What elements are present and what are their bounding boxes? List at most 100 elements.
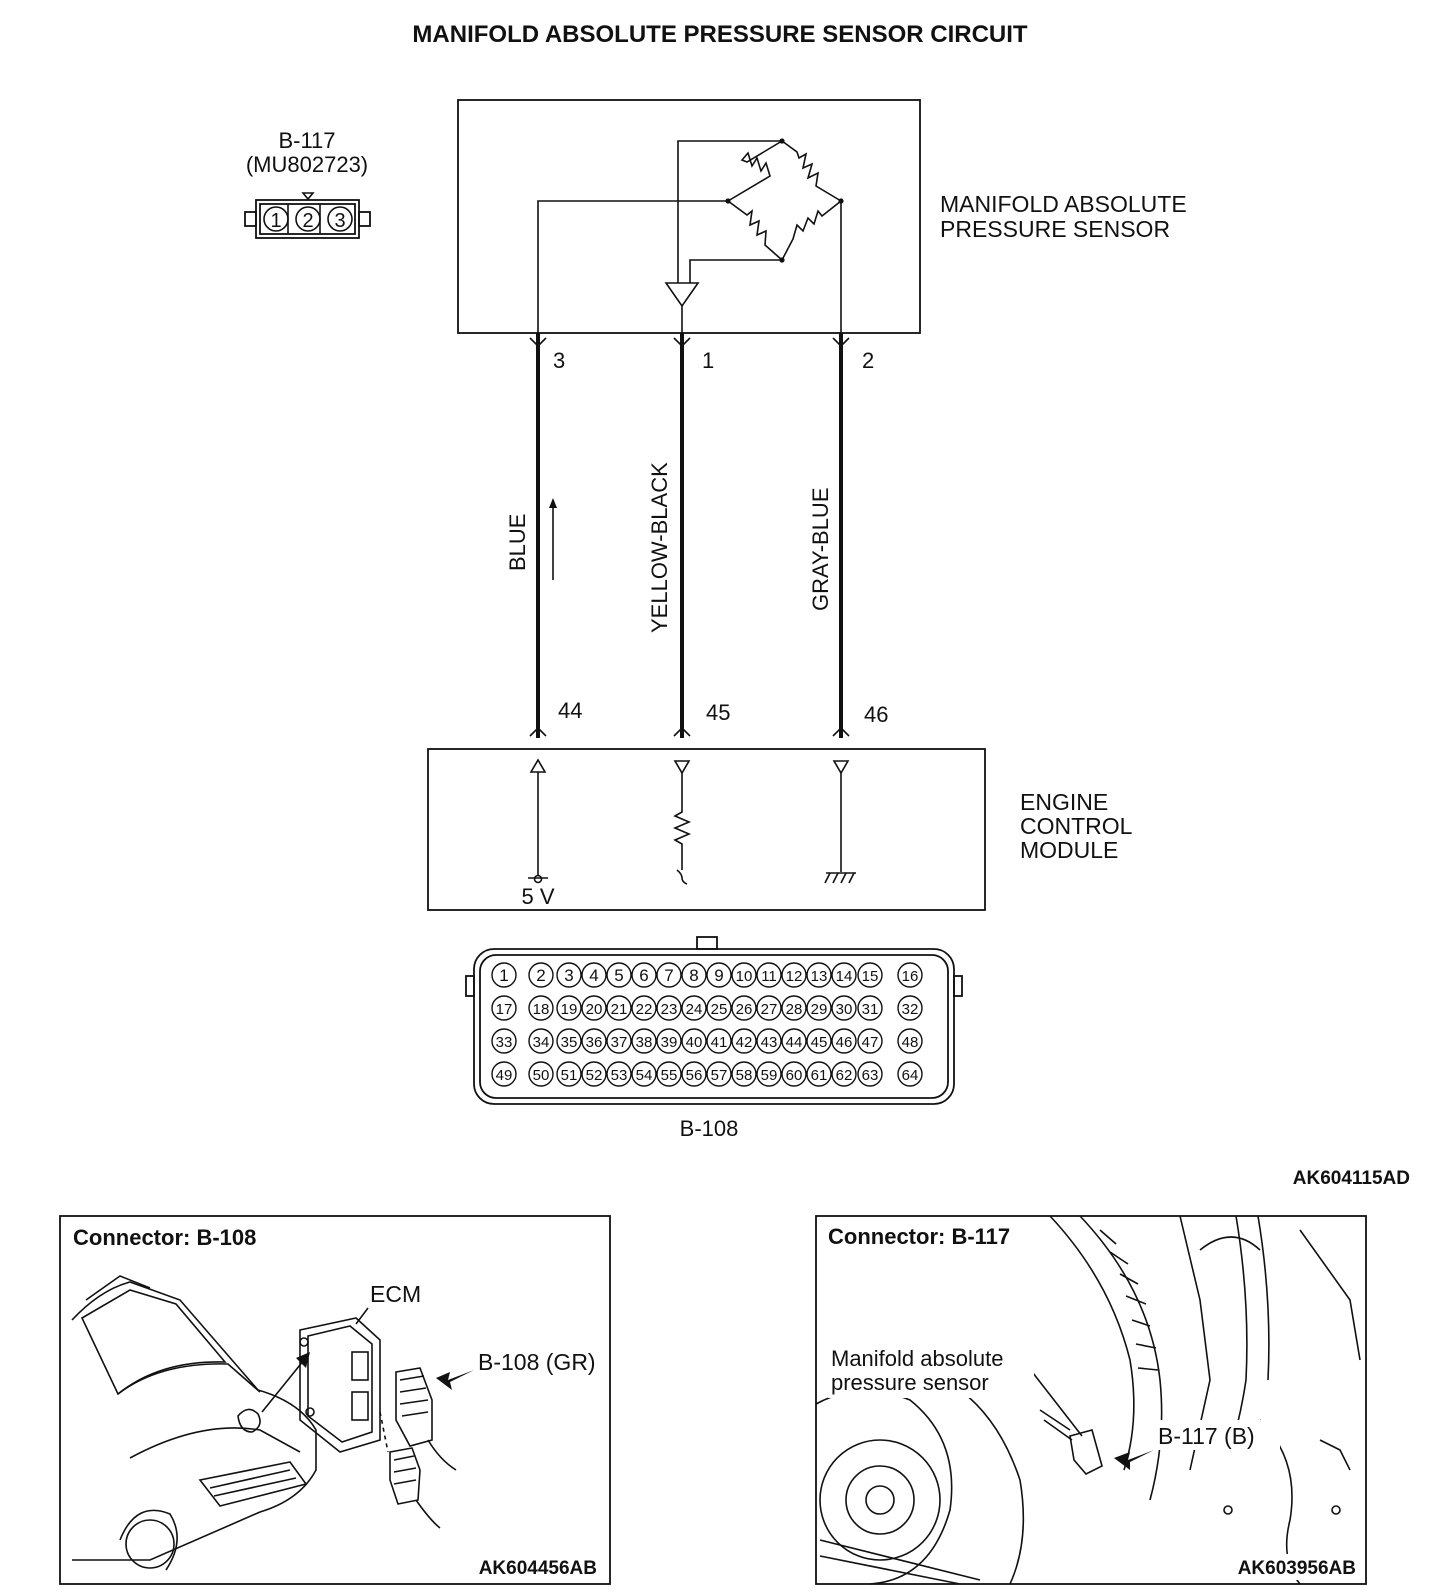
b108-pin: 31 [857, 995, 883, 1021]
b108-pin-label: 10 [736, 968, 753, 985]
b108-pin-circle [528, 1061, 554, 1087]
b108-pin-circle [556, 962, 582, 988]
b108-pin-circle [706, 995, 732, 1021]
b108-pin-label: 31 [862, 1001, 879, 1018]
b108-pin-circle [731, 962, 757, 988]
b108-pin-label: 15 [862, 968, 879, 985]
b117-pin-label: 2 [302, 210, 313, 232]
b108-pin-label: 4 [589, 966, 598, 985]
sensor-pin-label: 2 [862, 348, 874, 373]
b108-pin-circle [556, 995, 582, 1021]
b108-pin-label: 56 [686, 1067, 703, 1084]
b108-pin-label: 23 [661, 1001, 678, 1018]
b108-pin: 10 [731, 962, 757, 988]
b108-pin: 4 [581, 962, 607, 988]
b108-pin-label: 16 [902, 968, 919, 985]
b108-pin: 33 [491, 1028, 517, 1054]
b108-pin: 9 [706, 962, 732, 988]
b108-pin-circle [581, 1028, 607, 1054]
b108-pin-circle [857, 995, 883, 1021]
b108-pin-circle [831, 1028, 857, 1054]
b108-pin-circle [581, 962, 607, 988]
b108-pin: 38 [631, 1028, 657, 1054]
b108-pin-label: 17 [496, 1001, 513, 1018]
b108-pin: 51 [556, 1061, 582, 1087]
b108-pin: 3 [556, 962, 582, 988]
b108-pin-label: 14 [836, 968, 853, 985]
wire-color-label: BLUE [505, 514, 530, 571]
ecm-label-line2: CONTROL [1020, 813, 1133, 839]
b108-pin: 40 [681, 1028, 707, 1054]
b108-pin-circle [581, 1061, 607, 1087]
panel-b108-location: Connector: B-108 [59, 1215, 611, 1585]
b117-connector: B-117 (MU802723) 1 2 3 [244, 128, 371, 239]
b108-pin-circle [897, 962, 923, 988]
b108-pin: 64 [897, 1061, 923, 1087]
b108-pin-circle [606, 962, 632, 988]
diagram-title: MANIFOLD ABSOLUTE PRESSURE SENSOR CIRCUI… [412, 21, 1027, 48]
wire-blue: 3 BLUE 44 [505, 333, 582, 738]
b108-pin-label: 45 [811, 1034, 828, 1051]
b108-pin-label: 58 [736, 1067, 753, 1084]
b108-pin: 35 [556, 1028, 582, 1054]
b108-pin: 56 [681, 1061, 707, 1087]
b108-pin-circle [781, 1061, 807, 1087]
b108-pin: 34 [528, 1028, 554, 1054]
b108-pin-circle [897, 1061, 923, 1087]
panel-title: Connector: B-117 [828, 1224, 1010, 1249]
b108-pin-label: 48 [902, 1034, 919, 1051]
b108-pin: 36 [581, 1028, 607, 1054]
b108-pin: 28 [781, 995, 807, 1021]
b108-pin-label: 46 [836, 1034, 853, 1051]
bridge-circuit [725, 138, 844, 263]
connector-callout: B-117 (B) [1158, 1423, 1255, 1449]
b108-pin-circle [606, 995, 632, 1021]
b108-pin-label: 60 [786, 1067, 803, 1084]
b108-pin: 46 [831, 1028, 857, 1054]
b108-pin: 63 [857, 1061, 883, 1087]
b108-pin-circle [681, 995, 707, 1021]
b108-pin-label: 27 [761, 1001, 778, 1018]
b108-pin: 15 [857, 962, 883, 988]
b108-pin-label: 19 [561, 1001, 578, 1018]
b108-pin-label: 61 [811, 1067, 828, 1084]
b108-pin-circle [528, 962, 554, 988]
b108-pin-circle [656, 995, 682, 1021]
b108-pin-label: 50 [533, 1067, 550, 1084]
car-illustration [71, 1275, 317, 1571]
b108-pin: 37 [606, 1028, 632, 1054]
b108-pin-circle [706, 1028, 732, 1054]
ecm-pin-label: 45 [706, 700, 730, 725]
b108-pin: 39 [656, 1028, 682, 1054]
b108-pin-circle [831, 962, 857, 988]
ecm-callout: ECM [370, 1281, 421, 1307]
b108-pin-circle [781, 995, 807, 1021]
b108-pin-circle [631, 995, 657, 1021]
b108-pin: 8 [681, 962, 707, 988]
b108-pin-label: 2 [536, 966, 545, 985]
b108-pin-label: 64 [902, 1067, 919, 1084]
b108-pin: 23 [656, 995, 682, 1021]
b108-pin: 20 [581, 995, 607, 1021]
sensor-label-line2: PRESSURE SENSOR [940, 216, 1170, 242]
b108-pin-label: 29 [811, 1001, 828, 1018]
b108-pin-label: 37 [611, 1034, 628, 1051]
b108-pin: 24 [681, 995, 707, 1021]
b108-pin-circle [731, 1028, 757, 1054]
b108-pin-label: 21 [611, 1001, 628, 1018]
b108-pin-label: 6 [639, 966, 648, 985]
b108-pin-circle [781, 1028, 807, 1054]
b108-pin: 5 [606, 962, 632, 988]
b108-pin-label: 36 [586, 1034, 603, 1051]
sensor-pin-label: 1 [702, 348, 714, 373]
b108-pin-label: 25 [711, 1001, 728, 1018]
b108-pin: 45 [806, 1028, 832, 1054]
b108-pin-label: 57 [711, 1067, 728, 1084]
b108-pin-label: 26 [736, 1001, 753, 1018]
b108-pin-label: 49 [496, 1067, 513, 1084]
b108-pin-circle [897, 1028, 923, 1054]
b108-pin-circle [806, 995, 832, 1021]
ecm-illustration [299, 1307, 474, 1529]
b108-pin: 49 [491, 1061, 517, 1087]
